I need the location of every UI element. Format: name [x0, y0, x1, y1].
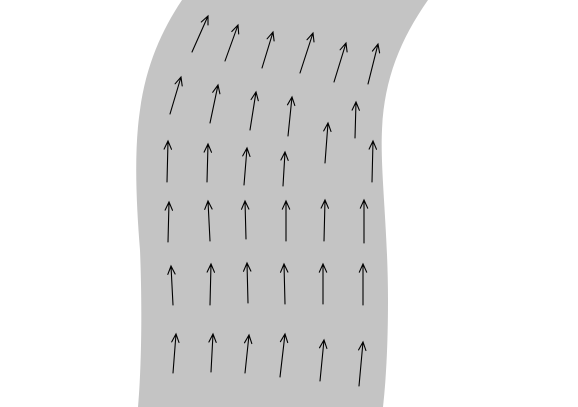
flow-arrow	[358, 262, 368, 306]
flow-arrow	[167, 264, 176, 306]
flow-arrow	[191, 14, 209, 53]
flow-arrow	[261, 30, 275, 69]
flow-arrow	[318, 338, 328, 382]
flow-arrow	[208, 332, 217, 373]
flow-arrow	[169, 75, 183, 115]
flow-arrow	[171, 332, 180, 374]
flow-arrow	[243, 333, 253, 374]
flow-arrow	[368, 139, 378, 183]
flow-arrow	[358, 340, 367, 387]
flow-arrow	[163, 139, 173, 183]
flow-arrow	[242, 261, 252, 304]
flow-arrow	[323, 121, 332, 164]
flow-arrow	[209, 83, 221, 124]
flow-arrow	[318, 262, 328, 305]
curved-channel-band	[136, 0, 429, 407]
flow-arrow	[242, 146, 251, 186]
flow-arrow	[206, 262, 216, 306]
flow-arrow	[286, 95, 296, 137]
flow-arrow	[249, 90, 259, 131]
arrow-layer	[163, 14, 381, 387]
flow-arrow	[320, 198, 330, 242]
flow-arrow	[299, 31, 315, 74]
flow-arrow	[279, 332, 289, 378]
flow-arrow	[240, 199, 250, 240]
flow-arrow	[351, 100, 360, 139]
flow-arrow	[333, 41, 348, 83]
flow-arrow	[204, 199, 213, 242]
flow-arrow	[367, 42, 381, 85]
flow-arrow	[279, 262, 289, 305]
flow-arrow	[280, 150, 289, 187]
flow-arrow	[164, 200, 174, 243]
flow-arrow	[224, 23, 240, 62]
flow-arrow	[281, 199, 291, 242]
flow-arrow	[203, 142, 213, 183]
flow-arrow	[359, 198, 369, 244]
